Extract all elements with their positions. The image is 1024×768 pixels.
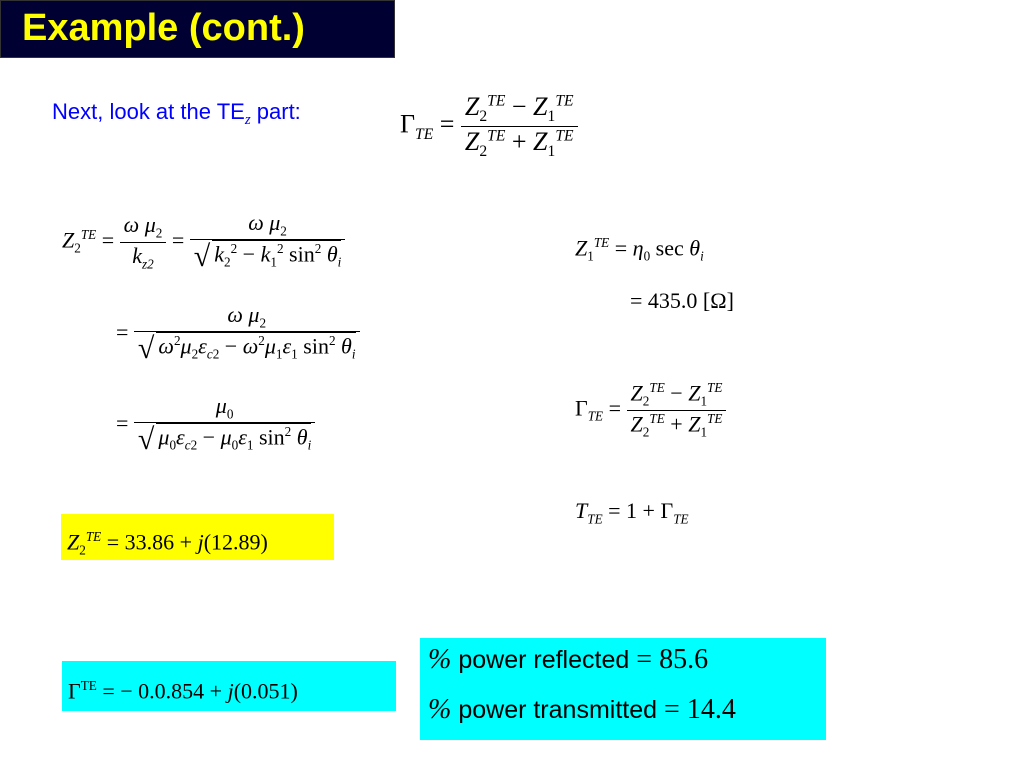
power-box: % power reflected = 85.6 % power transmi… [420,638,826,740]
intro-tail: part: [250,99,301,124]
gamma-te-result: ΓTE = − 0.0.854 + j(0.051) [62,661,396,711]
z1-value: 435.0 [647,288,698,313]
z1-te-equation: Z1TE = η0 sec θi [575,235,704,264]
intro-text: Next, look at the TEz part: [52,97,301,130]
z1-te-value: = 435.0 [Ω] [630,288,734,313]
intro-lead: Next, look at the TE [52,99,245,124]
gamma-te-definition-top: ΓTE = Z2TE − Z1TE Z2TE + Z1TE [400,92,578,161]
z2-te-derivation-line2: = ω μ2 √ω2μ2εc2 − ω2μ1ε1 sin2 θi [116,302,360,366]
power-transmitted-label: power transmitted [458,696,658,724]
t-te-equation: TTE = 1 + ΓTE [575,498,689,527]
power-transmitted-value: 14.4 [686,694,736,725]
power-reflected-line: % power reflected = 85.6 [428,644,709,675]
title-bar [0,0,395,58]
gamma-imag-value: 0.051 [241,678,291,704]
z2-te-derivation-line1: Z2TE = ω μ2 kz2 = ω μ2 √k22 − k12 sin2 θ… [62,210,346,274]
z2-imag-value: 12.89 [211,529,261,555]
power-reflected-value: 85.6 [659,644,709,675]
gamma-real-value: 0.0.854 [138,678,205,704]
z2-te-derivation-line3: = μ0 √μ0εc2 − μ0ε1 sin2 θi [116,393,316,457]
power-transmitted-line: % power transmitted = 14.4 [428,694,736,725]
z2-te-result: Z2TE = 33.86 + j(12.89) [61,514,334,560]
z1-unit: [Ω] [702,288,734,313]
intro-subscript: z [244,112,251,128]
gamma-te-definition-right: ΓTE = Z2TE − Z1TE Z2TE + Z1TE [575,380,727,440]
slide-title: Example (cont.) [22,7,305,49]
power-reflected-label: power reflected [458,646,630,674]
z2-real-value: 33.86 [124,529,175,555]
